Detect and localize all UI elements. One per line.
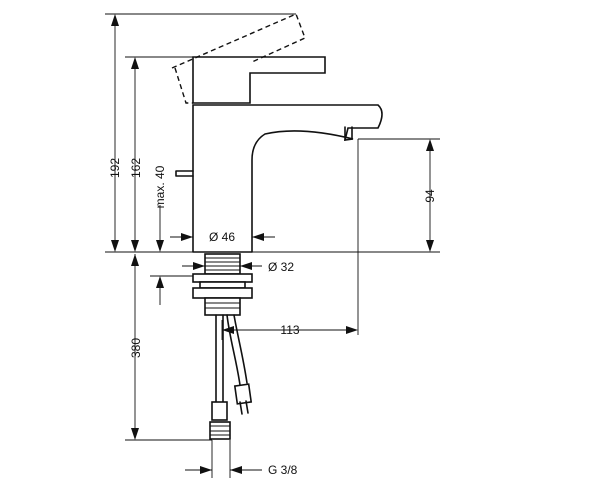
spout-nozzle <box>344 126 353 141</box>
handle-lever <box>192 56 326 104</box>
hose-crimp-left <box>211 401 228 421</box>
popup-rod <box>175 170 194 177</box>
label-spout-reach: 113 <box>280 323 299 337</box>
extension-lines <box>105 13 440 478</box>
dimension-lines <box>111 14 434 474</box>
label-shank-diameter: Ø 32 <box>268 260 294 274</box>
flexible-hoses <box>209 314 253 440</box>
label-height-to-handle: 162 <box>129 158 143 178</box>
shank-lower <box>204 297 241 316</box>
label-connection-thread: G 3/8 <box>268 463 298 477</box>
hose-crimp-right <box>233 383 253 405</box>
dimension-labels: 192 162 max. 40 94 Ø 46 Ø 32 113 380 G 3… <box>108 158 437 477</box>
fixing-nut <box>192 273 253 283</box>
connection-nut <box>209 421 231 440</box>
hose-left <box>215 314 224 403</box>
lock-nut <box>192 287 253 299</box>
faucet-outline <box>171 13 383 253</box>
label-hose-length: 380 <box>129 338 143 358</box>
hose-right <box>226 314 248 386</box>
threaded-shank <box>204 253 241 275</box>
hose-right-end <box>239 400 249 415</box>
label-base-diameter: Ø 46 <box>209 230 235 244</box>
faucet-body <box>192 104 383 252</box>
shank-assembly <box>192 253 253 316</box>
handle-lever-raised <box>171 13 306 104</box>
label-overall-height: 192 <box>108 158 122 178</box>
label-max-thickness: max. 40 <box>153 165 167 208</box>
fixing-washer <box>199 281 246 289</box>
label-spout-height: 94 <box>423 189 437 203</box>
